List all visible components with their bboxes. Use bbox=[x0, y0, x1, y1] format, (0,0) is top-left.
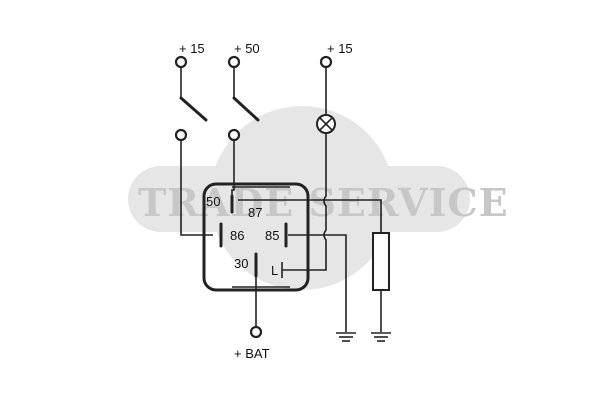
ground-icon-right bbox=[371, 332, 391, 342]
pin-85-label: 85 bbox=[265, 228, 279, 243]
wire-85-to-ground bbox=[288, 234, 347, 332]
lamp-cross-b bbox=[319, 117, 333, 131]
terminal-left-top bbox=[174, 55, 188, 69]
pin-L-label: L bbox=[271, 263, 278, 278]
pin-86-label: 86 bbox=[230, 228, 244, 243]
watermark-band bbox=[128, 166, 470, 232]
battery-label: + BAT bbox=[234, 346, 270, 361]
pin-30-label: 30 bbox=[234, 256, 248, 271]
watermark: TRADE SERVICE bbox=[128, 106, 509, 290]
load-resistor bbox=[372, 232, 390, 291]
terminal-battery bbox=[249, 325, 263, 339]
terminal-left-bottom bbox=[174, 128, 188, 142]
supply-label-middle: + 50 bbox=[234, 41, 260, 56]
pin-50-label: 50 bbox=[206, 194, 220, 209]
wire-87-to-load bbox=[298, 199, 382, 233]
lamp-circuit bbox=[282, 55, 336, 271]
pin-87-label: 87 bbox=[248, 205, 262, 220]
terminal-middle-top bbox=[227, 55, 241, 69]
supply-label-left: + 15 bbox=[179, 41, 205, 56]
terminal-right-top bbox=[319, 55, 333, 69]
ground-icon-left bbox=[336, 332, 356, 342]
supply-label-right: + 15 bbox=[327, 41, 353, 56]
switch-left bbox=[174, 55, 213, 236]
watermark-text: TRADE SERVICE bbox=[138, 180, 509, 225]
terminal-middle-bottom bbox=[227, 128, 241, 142]
